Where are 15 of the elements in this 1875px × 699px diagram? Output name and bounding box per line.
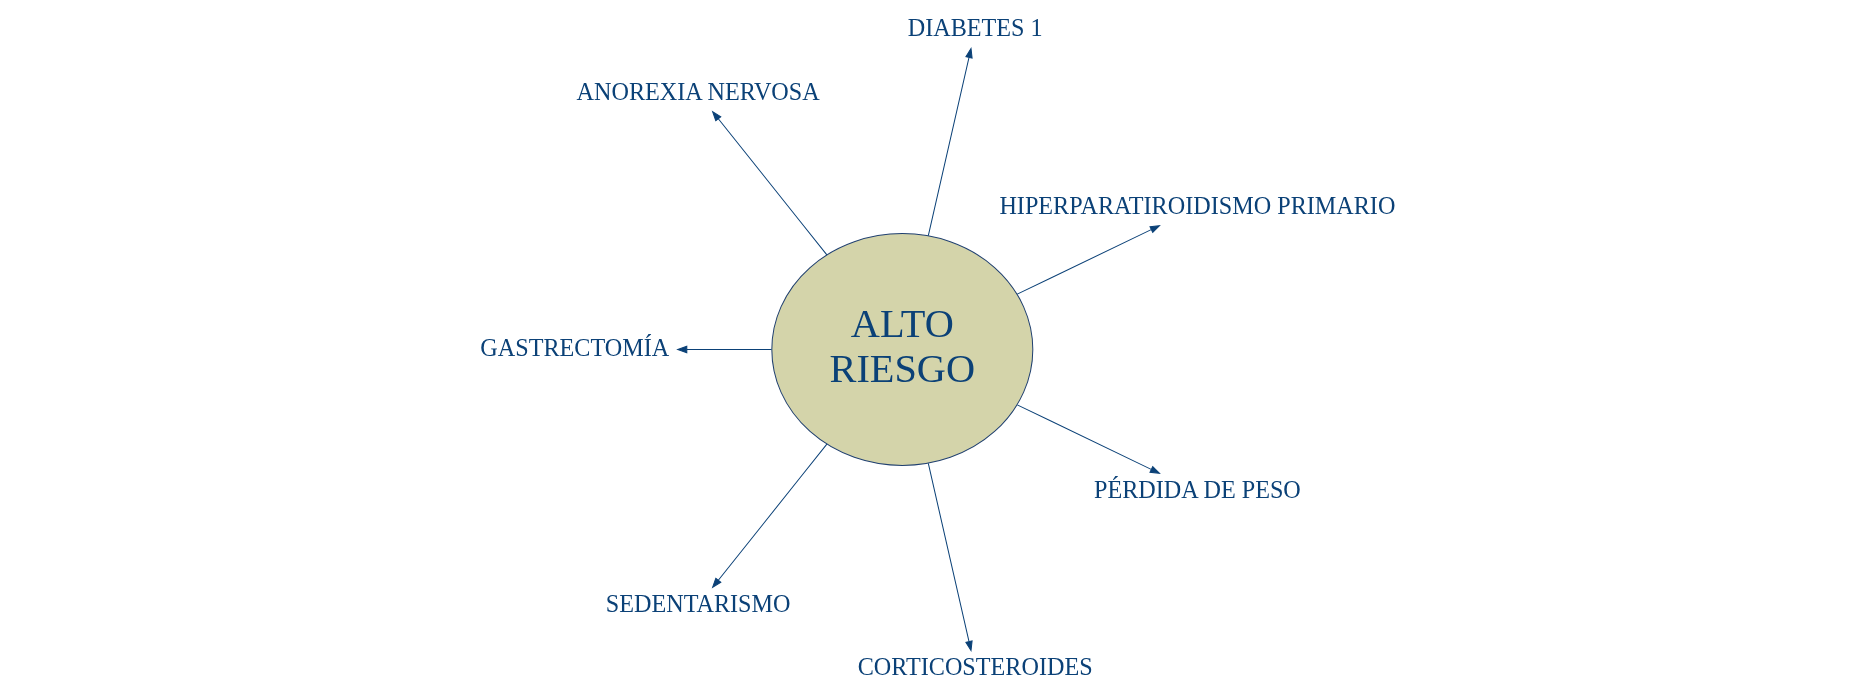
arrow [1016, 404, 1161, 475]
node-text: PÉRDIDA DE PESO [1093, 475, 1301, 503]
arrow [927, 462, 973, 652]
node-text: HIPERPARATIROIDISMO PRIMARIO [998, 191, 1395, 219]
node-text: GASTRECTOMÍA [479, 333, 669, 361]
arrow [711, 443, 827, 589]
node-text: ANOREXIA NERVOSA [576, 77, 820, 105]
node-text: DIABETES 1 [907, 14, 1043, 42]
arrow [711, 110, 827, 256]
node-text: SEDENTARISMO [605, 589, 790, 617]
arrow [927, 47, 973, 237]
arrow [675, 345, 772, 354]
node-text: CORTICOSTEROIDES [857, 653, 1093, 681]
node-ellipse: ALTO RIESGO [770, 233, 1033, 466]
arrow [1016, 224, 1161, 295]
